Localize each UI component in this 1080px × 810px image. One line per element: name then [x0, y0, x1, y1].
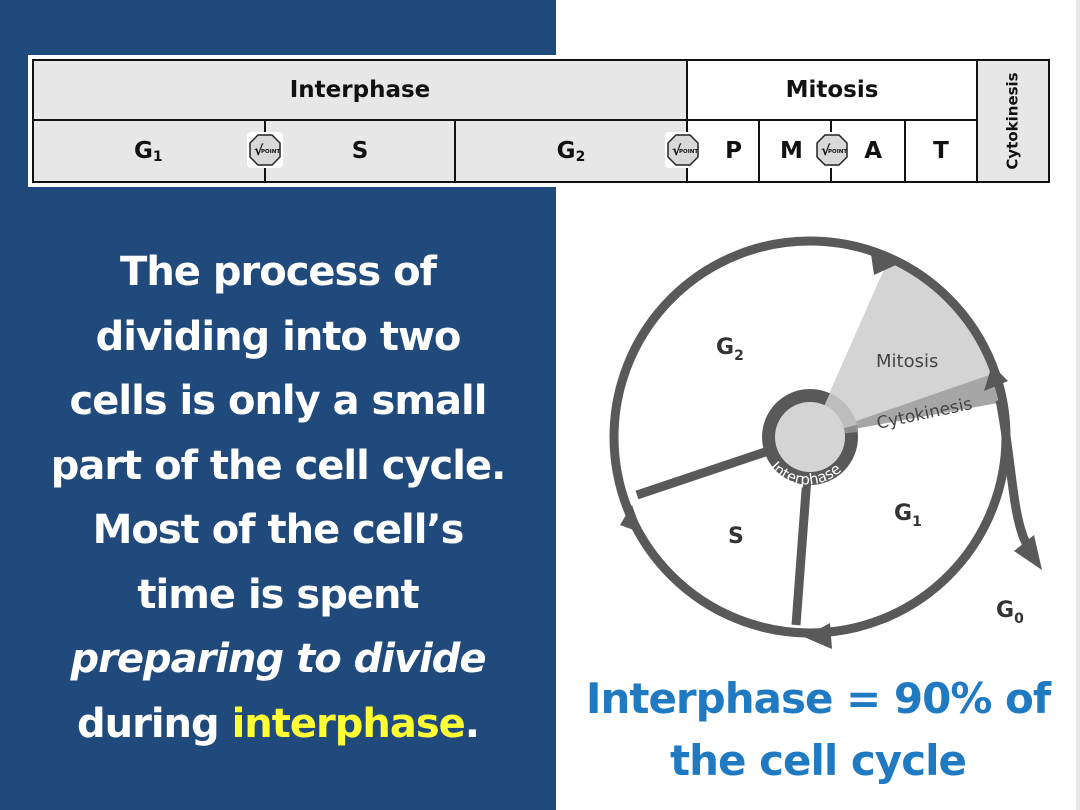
- diagram-s-label: S: [728, 524, 744, 549]
- checkpoint-icon: √ POINT: [665, 132, 701, 168]
- diagram-g0-label: G0: [996, 598, 1024, 627]
- svg-text:√: √: [672, 143, 682, 159]
- inner-core: [775, 402, 845, 472]
- cytokinesis-wedge: [810, 374, 998, 437]
- g0-exit-arrow: [995, 399, 1031, 546]
- s-cell: S: [264, 119, 456, 183]
- cytokinesis-column: Cytokinesis: [976, 59, 1050, 183]
- svg-text:√: √: [254, 143, 264, 159]
- right-edge-strip: [1076, 0, 1080, 810]
- main-statement: The process of dividing into two cells i…: [50, 249, 507, 747]
- svg-text:POINT: POINT: [261, 149, 280, 155]
- checkpoint-icon: √ POINT: [247, 132, 283, 168]
- interphase-header: Interphase: [32, 59, 688, 121]
- diagram-mitosis-label: Mitosis: [876, 351, 938, 372]
- svg-text:POINT: POINT: [679, 149, 698, 155]
- interphase-highlight: interphase: [231, 700, 466, 747]
- arrowhead-top: [870, 247, 900, 275]
- cell-cycle-diagram: G2 Mitosis Cytokinesis S G1 G0 Interphas…: [580, 225, 1060, 670]
- svg-text:POINT: POINT: [828, 149, 847, 155]
- arrowhead-right: [984, 365, 1008, 391]
- arrowhead-left: [620, 505, 642, 533]
- svg-text:√: √: [821, 143, 831, 159]
- telophase-cell: T: [904, 119, 978, 183]
- arrowhead-bottom: [804, 623, 832, 649]
- mitosis-header: Mitosis: [686, 59, 978, 121]
- diagram-g1-label: G1: [894, 501, 922, 530]
- mitosis-wedge: [810, 258, 992, 437]
- diagram-g2-label: G2: [716, 335, 744, 364]
- checkpoint-icon: √ POINT: [814, 132, 850, 168]
- interphase-caption: Interphase = 90% of the cell cycle: [585, 674, 1051, 785]
